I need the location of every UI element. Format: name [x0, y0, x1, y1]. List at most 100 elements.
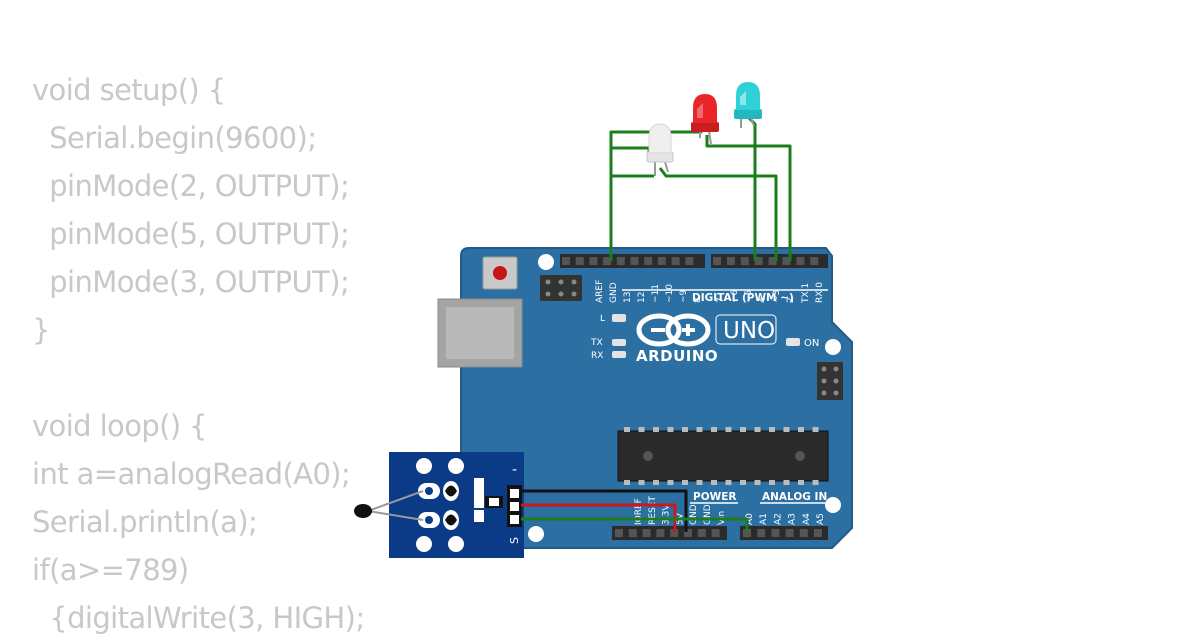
- code-line: void setup() {: [32, 73, 226, 107]
- code-line: pinMode(3, OUTPUT);: [32, 265, 350, 299]
- brand-label: ARDUINO: [636, 347, 718, 365]
- header-hole[interactable]: [711, 529, 720, 537]
- pin-label: ~6: [730, 289, 740, 303]
- arduino-logo: ARDUINO UNO: [636, 313, 777, 365]
- header-hole[interactable]: [740, 257, 749, 265]
- wire-gnd-white: [611, 146, 651, 154]
- model-label: UNO: [723, 318, 775, 344]
- pin-label: AREF: [595, 280, 605, 303]
- temperature-sensor-module[interactable]: - S: [389, 452, 524, 558]
- code-line: pinMode(5, OUTPUT);: [32, 217, 350, 251]
- header-hole[interactable]: [630, 257, 639, 265]
- usb-connector: [437, 298, 523, 368]
- led-cyan[interactable]: [734, 82, 762, 128]
- header-hole[interactable]: [644, 257, 653, 265]
- wire-sensor-5v: [521, 503, 677, 532]
- pin-label: A3: [788, 513, 798, 525]
- digital-header-label: DIGITAL (PWM ~): [692, 292, 794, 304]
- pin-label: ~5: [744, 290, 754, 303]
- mount-hole-2: [825, 339, 841, 355]
- pin-label: 12: [637, 292, 647, 303]
- pin-label: A0: [745, 513, 755, 525]
- header-hole[interactable]: [670, 529, 679, 537]
- header-hole[interactable]: [562, 257, 570, 265]
- header-hole[interactable]: [657, 257, 666, 265]
- header-hole[interactable]: [743, 529, 751, 537]
- on-led-label: ON: [804, 338, 819, 349]
- mount-hole-4: [528, 526, 544, 542]
- header-hole[interactable]: [771, 529, 780, 537]
- led-rx-label: RX: [591, 351, 603, 361]
- code-line: pinMode(2, OUTPUT);: [32, 169, 350, 203]
- pin-label: 4: [758, 297, 768, 303]
- header-hole[interactable]: [768, 257, 777, 265]
- sensor-s-label: S: [508, 537, 521, 544]
- header-hole[interactable]: [757, 529, 766, 537]
- header-hole[interactable]: [684, 529, 692, 537]
- mount-hole-1: [538, 254, 554, 270]
- sensor-minus-label: -: [512, 462, 517, 478]
- header-hole[interactable]: [615, 529, 623, 537]
- onboard-leds: L TX RX ON: [590, 314, 819, 361]
- led-tx-label: TX: [590, 338, 603, 348]
- code-line: void loop() {: [32, 409, 208, 443]
- header-hole[interactable]: [642, 529, 651, 537]
- pin-label: 7: [716, 297, 726, 303]
- icsp2-header: [817, 362, 843, 400]
- wire-pin5: [745, 114, 757, 261]
- pin-label: ~9: [679, 289, 689, 303]
- pin-label: IOREF: [634, 498, 644, 525]
- icsp-header: [540, 275, 582, 301]
- header-hole[interactable]: [726, 257, 735, 265]
- pin-label: A5: [816, 513, 826, 525]
- code-line: if(a>=789): [32, 553, 189, 587]
- atmega-chip: [617, 427, 829, 485]
- code-line: Serial.println(a);: [32, 505, 258, 539]
- header-hole[interactable]: [656, 529, 665, 537]
- header-hole[interactable]: [628, 529, 637, 537]
- power-header-label: POWER: [693, 491, 736, 503]
- code-line: int a=analogRead(A0);: [32, 457, 351, 491]
- pin-label: ~3: [772, 290, 782, 303]
- pin-label: TX 1: [801, 283, 811, 304]
- led-white[interactable]: [646, 123, 674, 176]
- pin-label: A2: [773, 513, 783, 525]
- pin-label: ~10: [665, 284, 675, 303]
- led-red[interactable]: [691, 94, 719, 145]
- header-hole[interactable]: [697, 529, 706, 537]
- pin-label: GND: [689, 504, 699, 525]
- mount-hole-3: [825, 497, 841, 513]
- header-hole[interactable]: [810, 257, 819, 265]
- thermistor: [354, 490, 424, 521]
- header-hole[interactable]: [575, 257, 584, 265]
- reset-button[interactable]: [482, 256, 518, 290]
- header-hole[interactable]: [685, 257, 694, 265]
- header-hole[interactable]: [616, 257, 625, 265]
- header-hole[interactable]: [782, 257, 791, 265]
- pin-label: 13: [623, 292, 633, 303]
- header-hole[interactable]: [603, 257, 612, 265]
- wire-sensor-a0: [521, 517, 749, 532]
- header-hole[interactable]: [785, 529, 794, 537]
- pin-label: RESET: [648, 496, 658, 525]
- header-hole[interactable]: [796, 257, 805, 265]
- pin-label: 8: [693, 297, 703, 303]
- sensor-wires: [521, 489, 749, 532]
- pin-label: 2: [786, 297, 796, 303]
- header-hole[interactable]: [671, 257, 680, 265]
- pin-label: GND: [703, 504, 713, 525]
- digital-header[interactable]: [560, 254, 828, 268]
- header-hole[interactable]: [589, 257, 598, 265]
- code-panel: void setup() { Serial.begin(9600); pinMo…: [32, 66, 365, 642]
- led-l-label: L: [600, 314, 605, 324]
- header-hole[interactable]: [814, 529, 822, 537]
- header-hole[interactable]: [799, 529, 808, 537]
- pin-label: GND: [609, 282, 619, 303]
- pin-label: ~11: [651, 284, 661, 303]
- header-hole[interactable]: [713, 257, 721, 265]
- code-line: }: [32, 313, 50, 347]
- header-hole[interactable]: [754, 257, 763, 265]
